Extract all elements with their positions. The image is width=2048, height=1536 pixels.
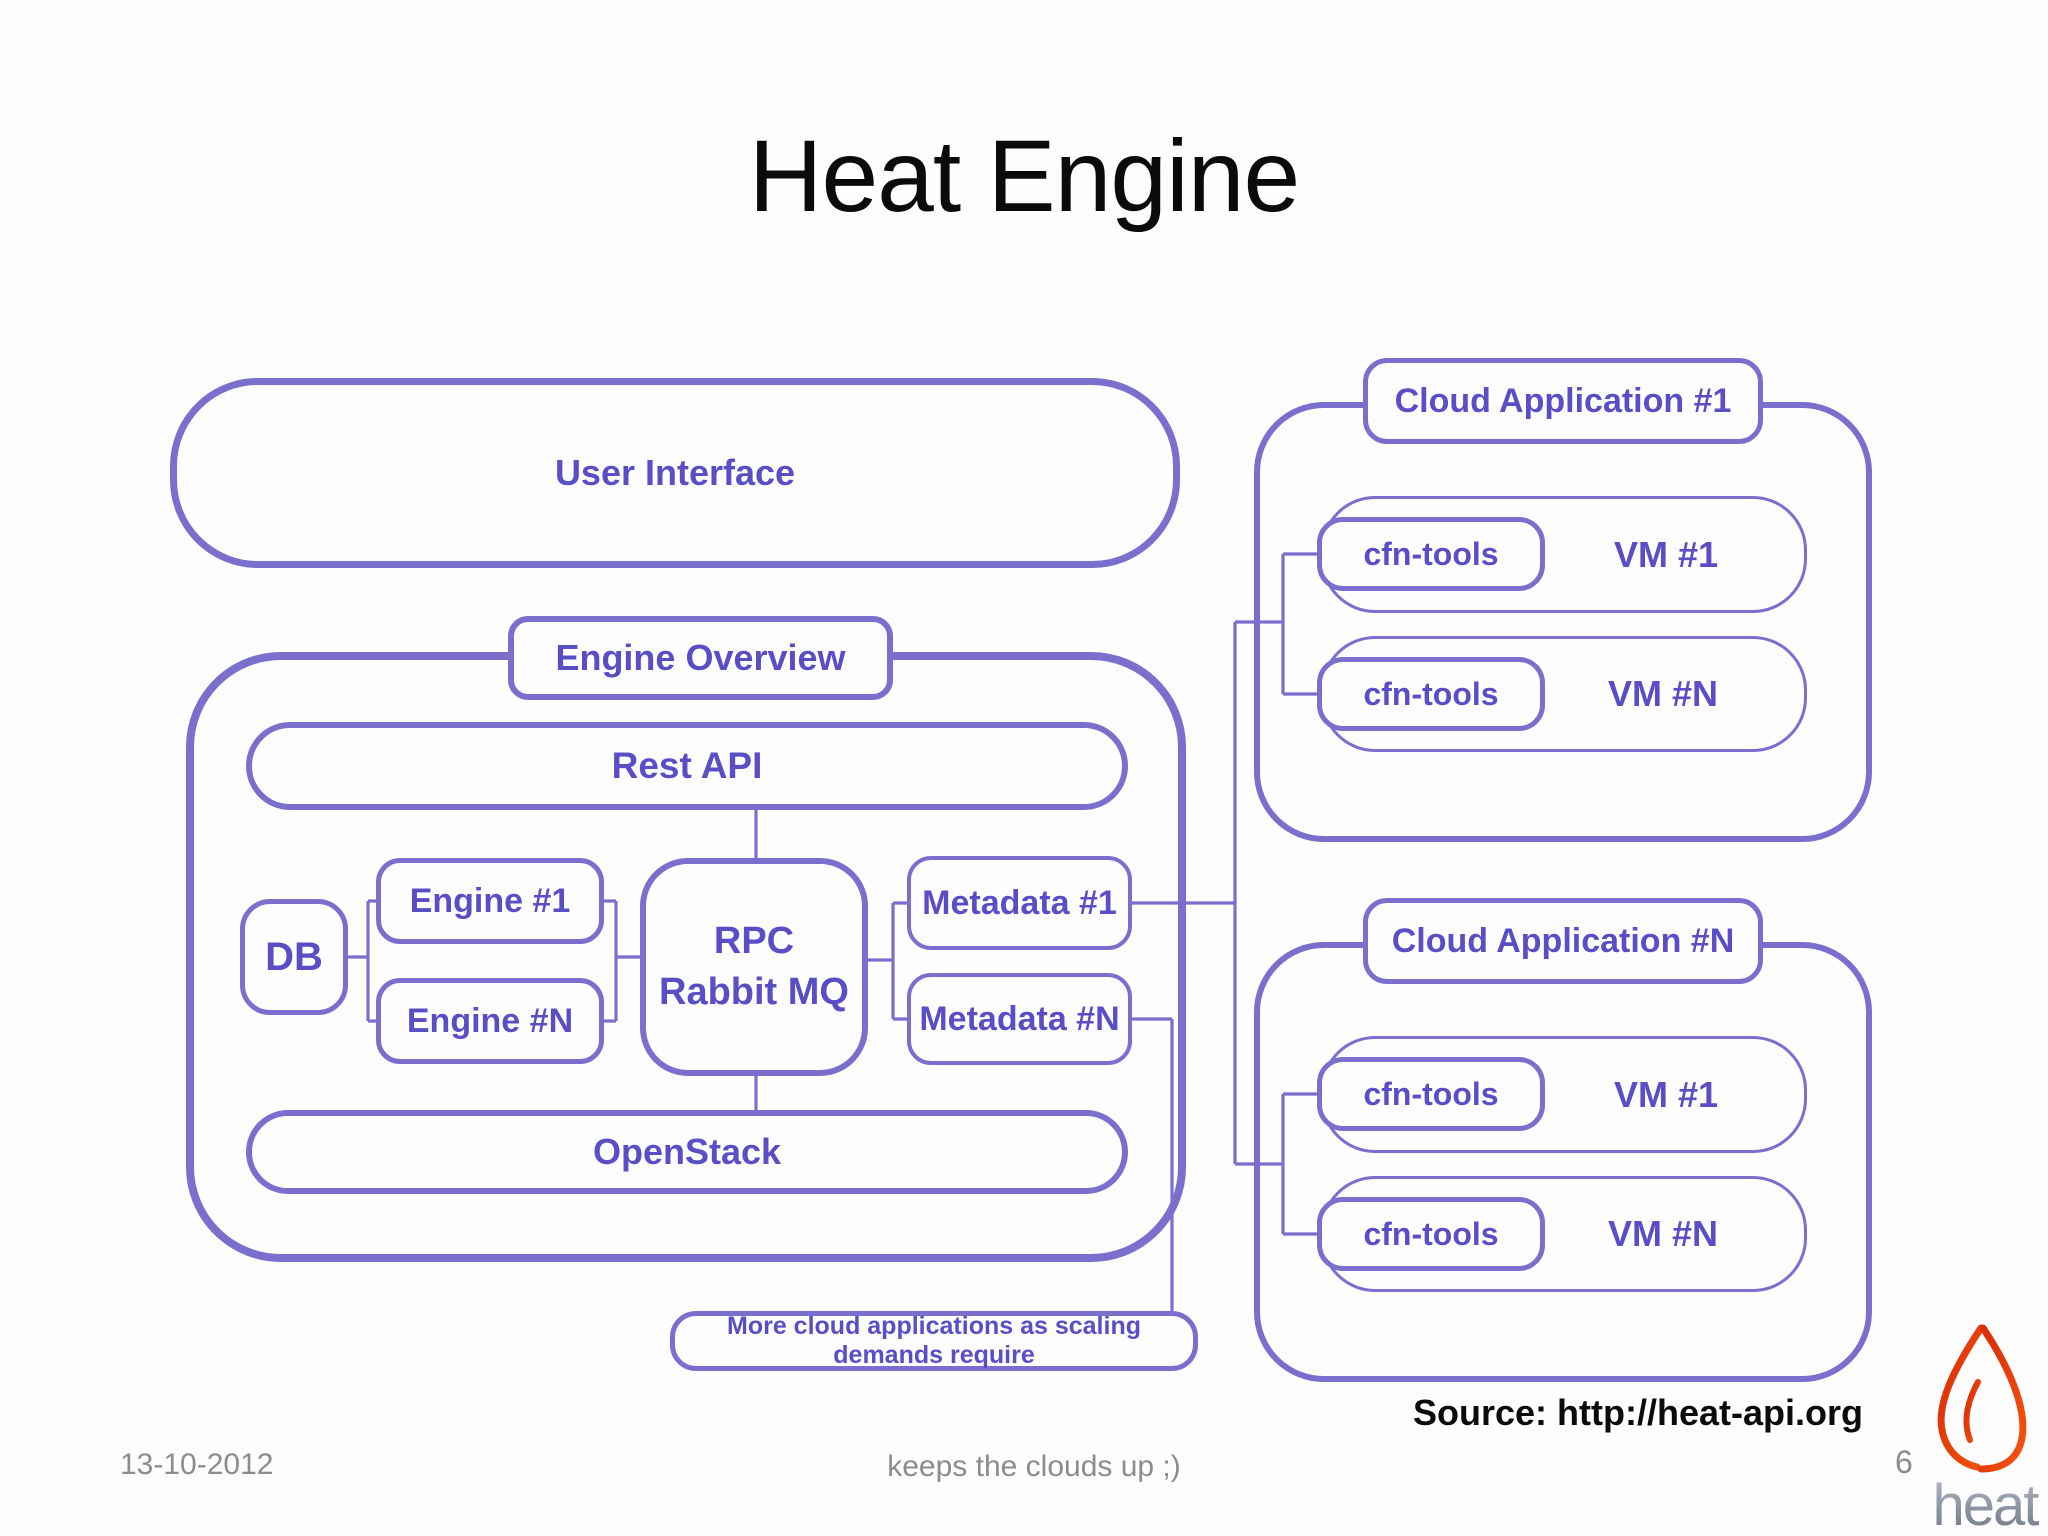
rpc-label-line2: Rabbit MQ	[659, 971, 849, 1013]
page-title: Heat Engine	[748, 119, 1300, 233]
vm-row: VM #1	[1321, 496, 1807, 613]
heat-logo-text: heat	[1933, 1473, 2040, 1536]
engine-overview-tab: Engine Overview	[508, 616, 893, 700]
cloud-app-n-title: Cloud Application #N	[1363, 898, 1763, 984]
flame-icon	[1937, 1324, 2027, 1473]
engine-1-label: Engine #1	[409, 881, 571, 920]
cfn-tools-label: cfn-tools	[1363, 1215, 1499, 1252]
engine-overview-label: Engine Overview	[555, 637, 846, 678]
rest-api-label: Rest API	[611, 745, 763, 786]
cloud-app-1-title-label: Cloud Application #1	[1394, 381, 1732, 420]
cfn-tools-box: cfn-tools	[1317, 1197, 1545, 1271]
cfn-tools-box: cfn-tools	[1317, 517, 1545, 591]
engine-n-box: Engine #N	[376, 978, 604, 1064]
engine-n-label: Engine #N	[406, 1001, 574, 1040]
vm-row: VM #N	[1321, 636, 1807, 752]
cfn-tools-label: cfn-tools	[1363, 1075, 1499, 1112]
rpc-label-line1: RPC	[713, 919, 795, 962]
cloud-app-1-title: Cloud Application #1	[1363, 358, 1763, 444]
user-interface-label: User Interface	[554, 452, 796, 493]
vm-label: VM #1	[1613, 533, 1718, 575]
source-text: Source: http://heat-api.org	[1413, 1392, 1863, 1433]
engine-1-box: Engine #1	[376, 858, 604, 944]
openstack-label: OpenStack	[592, 1131, 782, 1172]
heat-logo: heat	[1933, 1324, 2041, 1536]
metadata-1-label: Metadata #1	[922, 883, 1117, 922]
cfn-tools-label: cfn-tools	[1363, 535, 1499, 572]
footer-page-number: 6	[1895, 1444, 1913, 1480]
scaling-note-box: More cloud applications as scaling deman…	[670, 1311, 1198, 1371]
user-interface-box: User Interface	[170, 378, 1180, 568]
footer-date: 13-10-2012	[120, 1448, 274, 1481]
cfn-tools-box: cfn-tools	[1317, 1057, 1545, 1131]
metadata-n-box: Metadata #N	[907, 973, 1132, 1065]
footer-center-text: keeps the clouds up ;)	[887, 1450, 1181, 1483]
db-label: DB	[265, 934, 323, 979]
db-box: DB	[240, 899, 348, 1015]
scaling-note-label: More cloud applications as scaling deman…	[727, 1312, 1141, 1369]
openstack-bar: OpenStack	[246, 1110, 1128, 1194]
cloud-app-n-title-label: Cloud Application #N	[1391, 921, 1735, 960]
cfn-tools-label: cfn-tools	[1363, 675, 1499, 712]
cfn-tools-box: cfn-tools	[1317, 657, 1545, 731]
vm-row: VM #N	[1321, 1176, 1807, 1292]
vm-label: VM #N	[1607, 673, 1718, 714]
metadata-n-label: Metadata #N	[919, 999, 1120, 1038]
vm-label: VM #N	[1607, 1213, 1718, 1254]
vm-label: VM #1	[1613, 1073, 1718, 1115]
rest-api-bar: Rest API	[246, 722, 1128, 810]
vm-row: VM #1	[1321, 1036, 1807, 1153]
rpc-rabbitmq-box: RPC Rabbit MQ	[640, 858, 868, 1076]
metadata-1-box: Metadata #1	[907, 856, 1132, 950]
